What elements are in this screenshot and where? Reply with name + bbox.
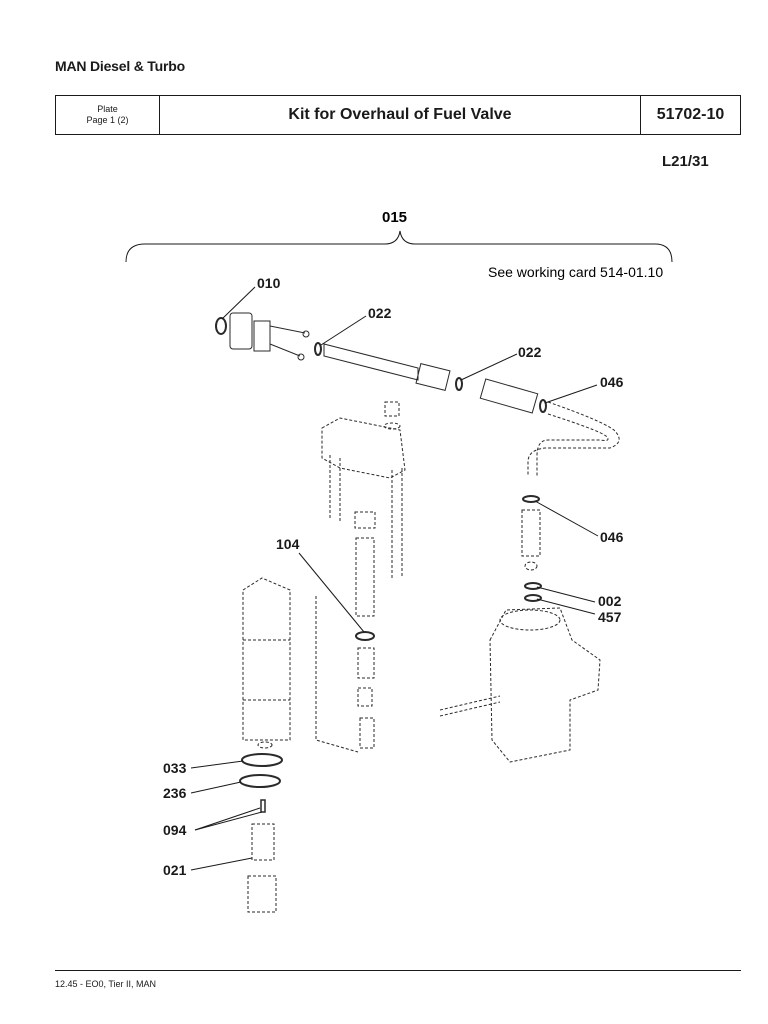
plate-label: Plate: [97, 104, 118, 114]
nozzle-holder-right: [439, 509, 601, 763]
o-ring-010: [215, 317, 227, 335]
callout-104: 104: [276, 536, 300, 552]
pressure-pipe-assembly: [215, 312, 620, 476]
plate-cell: Plate Page 1 (2): [56, 96, 160, 134]
seal-ring-104: [355, 631, 375, 641]
plate-page: Page 1 (2): [86, 115, 129, 125]
o-ring-022a: [314, 342, 322, 356]
kit-brace: [125, 230, 673, 263]
callout-457: 457: [598, 609, 622, 625]
callout-046b: 046: [600, 529, 624, 545]
fuel-valve-body: [242, 577, 359, 753]
footer-divider: [55, 970, 741, 971]
callout-033: 033: [163, 760, 187, 776]
callout-094: 094: [163, 822, 187, 838]
o-ring-236: [239, 774, 281, 788]
o-ring-046a: [539, 399, 547, 413]
callout-236: 236: [163, 785, 187, 801]
o-ring-457: [524, 594, 542, 602]
page-title: Kit for Overhaul of Fuel Valve: [160, 96, 641, 134]
footer-text: 12.45 - EO0, Tier II, MAN: [55, 979, 157, 989]
callout-022a: 022: [368, 305, 392, 321]
callout-002: 002: [598, 593, 622, 609]
callout-010: 010: [257, 275, 281, 291]
company-name: MAN Diesel & Turbo: [55, 58, 185, 74]
engine-type: L21/31: [662, 153, 709, 170]
working-card-note: See working card 514-01.10: [488, 264, 663, 280]
kit-number: 015: [382, 209, 407, 226]
callout-022b: 022: [518, 344, 542, 360]
plate-code: 51702-10: [656, 106, 725, 123]
title-block: Plate Page 1 (2) Kit for Overhaul of Fue…: [55, 95, 741, 135]
injection-pump-bracket: [321, 401, 406, 749]
o-ring-033: [241, 753, 283, 767]
nozzle-021: [247, 823, 277, 913]
exploded-parts-diagram: 015 See working card 514-01.10: [125, 209, 673, 913]
o-ring-046b: [522, 495, 540, 503]
callout-046a: 046: [600, 374, 624, 390]
o-ring-022b: [455, 377, 463, 391]
pin-094: [260, 799, 266, 813]
o-ring-002: [524, 582, 542, 590]
callout-021: 021: [163, 862, 187, 878]
